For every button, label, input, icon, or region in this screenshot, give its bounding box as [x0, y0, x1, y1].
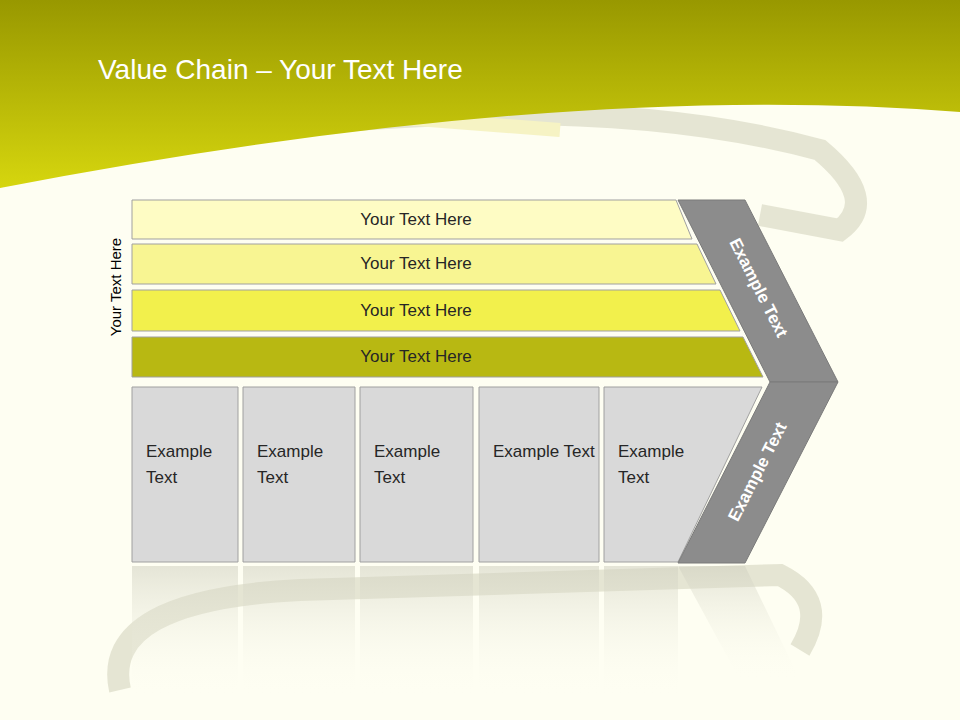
- support-band: Your Text Here: [132, 200, 692, 239]
- support-band: Your Text Here: [132, 290, 740, 331]
- primary-activity-box: Example Text: [360, 387, 473, 562]
- node-shape: [132, 290, 740, 331]
- box-label: Example Text: [257, 439, 351, 491]
- header-band: [0, 0, 960, 188]
- box-label: Example Text: [374, 439, 469, 491]
- side-label: Your Text Here: [107, 238, 124, 336]
- band-label: Your Text Here: [132, 200, 700, 239]
- support-band: Your Text Here: [132, 337, 763, 377]
- node-shape: [360, 387, 473, 562]
- slide-title: Value Chain – Your Text Here: [98, 54, 463, 86]
- box-label: Example Text: [493, 439, 595, 465]
- margin-chevron: Example Text: [678, 200, 838, 382]
- node-shape: [678, 200, 838, 382]
- support-band: Your Text Here: [132, 244, 716, 284]
- node-shape: [132, 337, 763, 377]
- band-label: Your Text Here: [132, 244, 700, 284]
- node-outline: [479, 387, 599, 562]
- primary-activity-box: Example Text: [243, 387, 355, 562]
- node-shape: [132, 387, 238, 562]
- node-shape: [479, 387, 599, 562]
- node-shape: [132, 244, 716, 284]
- primary-activity-box: Example Text: [479, 387, 599, 562]
- primary-activity-box: Example Text: [132, 387, 238, 562]
- node-shape: [678, 382, 838, 563]
- band-label: Your Text Here: [132, 290, 700, 331]
- node-shape: [243, 387, 355, 562]
- reflection: [132, 566, 800, 696]
- box-label: Example Text: [618, 439, 674, 491]
- box-label: Example Text: [146, 439, 234, 491]
- band-label: Your Text Here: [132, 337, 700, 377]
- margin-chevron: Example Text: [678, 382, 838, 563]
